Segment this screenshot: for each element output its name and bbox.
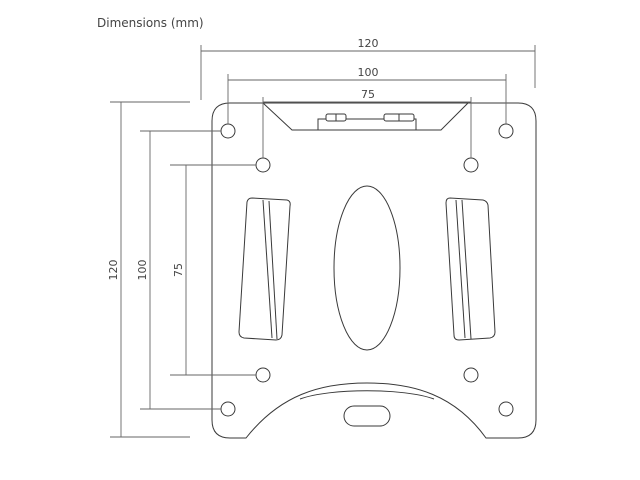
horizontal-dimensions: 120 100 75 — [200, 37, 536, 158]
top-bracket-plate — [317, 118, 417, 131]
hole-75-top-left — [255, 157, 271, 173]
dim-v-100-label: 100 — [136, 260, 149, 281]
diagram-title: Dimensions (mm) — [97, 16, 204, 30]
hole-100-top-left — [220, 123, 236, 139]
top-bracket — [262, 102, 469, 131]
bottom-handle-slot — [343, 405, 391, 427]
hole-75-top-right — [463, 157, 479, 173]
hole-100-bottom-right — [498, 401, 514, 417]
hole-100-top-right — [498, 123, 514, 139]
dim-v-120-label: 120 — [107, 260, 120, 281]
left-slot — [238, 197, 291, 341]
mounting-plate — [211, 102, 537, 439]
center-oval-cutout — [333, 185, 401, 351]
dim-h-120-label: 120 — [358, 37, 379, 50]
vertical-dimensions: 120 100 75 — [107, 101, 256, 438]
dim-h-75-label: 75 — [361, 88, 375, 101]
dim-v-75-label: 75 — [172, 263, 185, 277]
hole-100-bottom-left — [220, 401, 236, 417]
hole-75-bottom-right — [463, 367, 479, 383]
right-slot — [445, 197, 496, 341]
dim-h-100-label: 100 — [358, 66, 379, 79]
bottom-arch-inner — [299, 390, 435, 400]
plate-outline — [211, 102, 537, 439]
hole-75-bottom-left — [255, 367, 271, 383]
